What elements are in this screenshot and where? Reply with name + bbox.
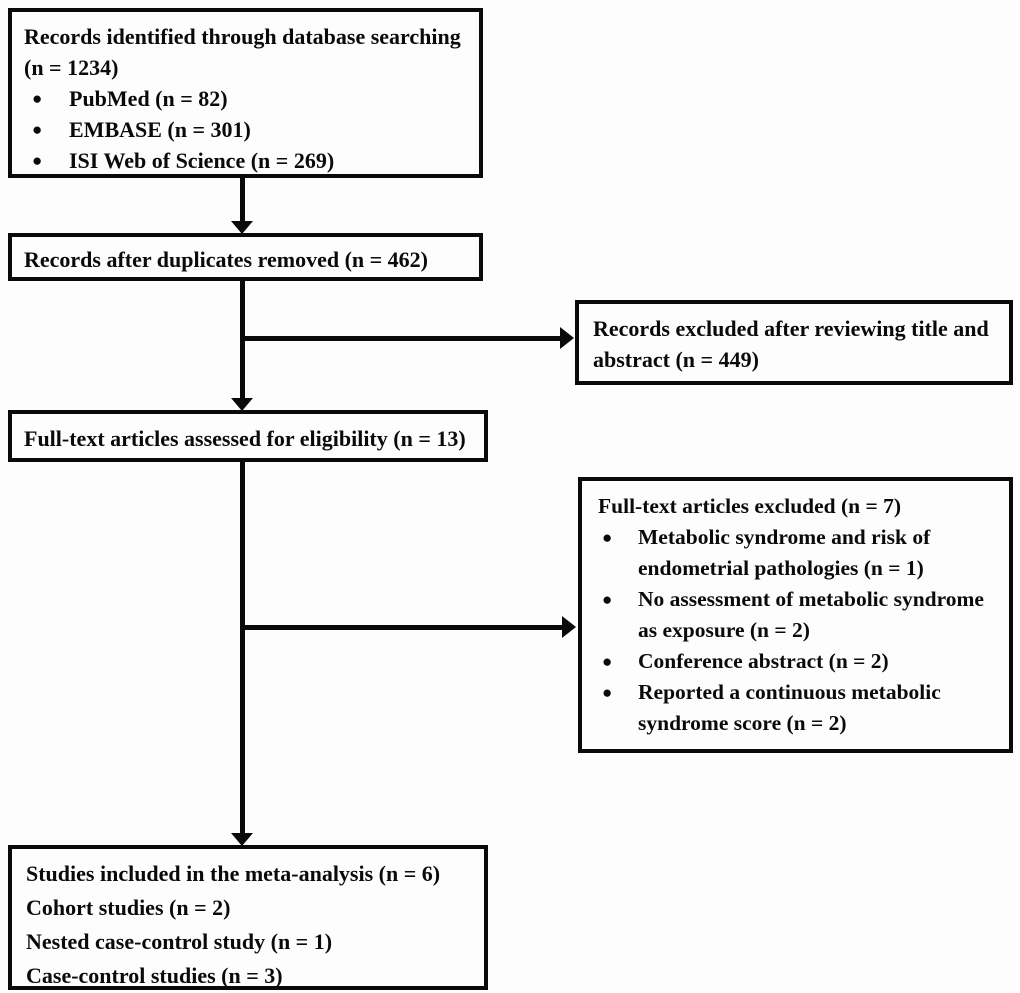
arrow-duplicates-to-fulltext-head xyxy=(231,398,253,411)
arrow-to-records-excluded-head xyxy=(560,327,574,349)
arrow-fulltext-to-included-head xyxy=(231,833,253,846)
box-studies-included-line: Cohort studies (n = 2) xyxy=(26,895,231,920)
list-item-text: EMBASE (n = 301) xyxy=(69,117,251,142)
box-duplicates-removed: Records after duplicates removed (n = 46… xyxy=(8,233,483,281)
arrow-identified-to-duplicates-head xyxy=(231,221,253,234)
bullet-icon: ● xyxy=(32,89,43,108)
bullet-icon: ● xyxy=(602,528,613,547)
list-item-text: Reported a continuous metabolic syndrome… xyxy=(638,680,941,735)
list-item-text: No assessment of metabolic syndrome as e… xyxy=(638,587,984,642)
list-item-text: Conference abstract (n = 2) xyxy=(638,649,889,673)
bullet-icon: ● xyxy=(602,590,613,609)
box-studies-included-line: Nested case-control study (n = 1) xyxy=(26,929,333,954)
arrow-to-fulltext-excluded-head xyxy=(562,616,576,638)
box-fulltext-assessed-text: Full-text articles assessed for eligibil… xyxy=(24,426,466,451)
box-records-identified-title: Records identified through database sear… xyxy=(24,24,461,80)
list-item-exclusion-reason: ● Conference abstract (n = 2) xyxy=(598,646,1003,677)
box-records-identified: Records identified through database sear… xyxy=(8,8,483,178)
list-item-exclusion-reason: ● Metabolic syndrome and risk of endomet… xyxy=(598,522,1003,584)
arrow-to-records-excluded-branch xyxy=(240,336,560,341)
bullet-icon: ● xyxy=(602,652,613,671)
arrow-identified-to-duplicates-stem xyxy=(240,178,245,222)
box-fulltext-excluded: Full-text articles excluded (n = 7) ● Me… xyxy=(578,477,1013,753)
box-studies-included: Studies included in the meta-analysis (n… xyxy=(8,845,488,990)
box-records-excluded: Records excluded after reviewing title a… xyxy=(575,300,1013,385)
box-records-excluded-text: Records excluded after reviewing title a… xyxy=(593,316,989,372)
list-item-text: PubMed (n = 82) xyxy=(69,86,228,111)
bullet-icon: ● xyxy=(32,120,43,139)
list-item-embase: ● EMBASE (n = 301) xyxy=(24,114,469,145)
box-fulltext-assessed: Full-text articles assessed for eligibil… xyxy=(8,410,488,462)
list-item-text: Metabolic syndrome and risk of endometri… xyxy=(638,525,931,580)
list-item-text: ISI Web of Science (n = 269) xyxy=(69,148,335,173)
box-fulltext-excluded-title: Full-text articles excluded (n = 7) xyxy=(598,494,902,518)
box-duplicates-removed-text: Records after duplicates removed (n = 46… xyxy=(24,247,428,272)
list-item-exclusion-reason: ● Reported a continuous metabolic syndro… xyxy=(598,677,1003,739)
list-item-pubmed: ● PubMed (n = 82) xyxy=(24,83,469,114)
arrow-fulltext-to-included-stem xyxy=(240,462,245,834)
bullet-icon: ● xyxy=(602,683,613,702)
list-item-exclusion-reason: ● No assessment of metabolic syndrome as… xyxy=(598,584,1003,646)
box-studies-included-title: Studies included in the meta-analysis (n… xyxy=(26,861,441,886)
bullet-icon: ● xyxy=(32,151,43,170)
arrow-to-fulltext-excluded-branch xyxy=(240,625,562,630)
box-studies-included-line: Case-control studies (n = 3) xyxy=(26,963,283,988)
list-item-isi-web-of-science: ● ISI Web of Science (n = 269) xyxy=(24,145,469,176)
